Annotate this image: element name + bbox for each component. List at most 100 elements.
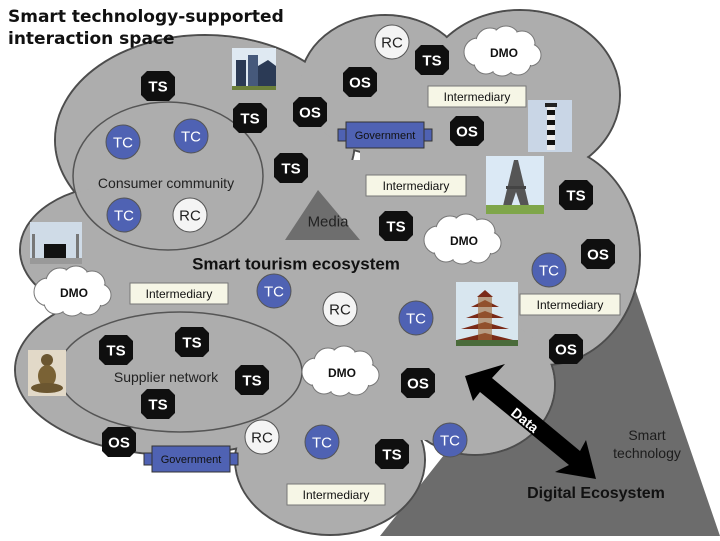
ts-node-4: [379, 211, 413, 241]
consumer-community-outline: [72, 101, 264, 251]
grain-silo-icon: [232, 48, 276, 90]
buddha-statue-icon: [28, 350, 66, 396]
tc-node-3: [106, 197, 142, 233]
ts-node-9-label: TS: [242, 373, 261, 390]
ts-node-10-label: TS: [148, 397, 167, 414]
intermediary-4: [519, 293, 621, 316]
os-node-6: [401, 368, 435, 398]
ts-node-1: [141, 71, 175, 101]
tc-node-5: [398, 300, 434, 336]
rc-node-4: [244, 419, 280, 455]
os-node-7: [102, 427, 136, 457]
rc-node-4-label: RC: [251, 430, 273, 447]
intermediary-1-label: Intermediary: [444, 90, 511, 104]
os-node-3-label: OS: [456, 124, 478, 141]
smart-technology-label-line2: technology: [613, 445, 681, 461]
ts-node-7-label: TS: [106, 343, 125, 360]
government-top-label: Government: [355, 130, 416, 142]
tc-node-1-label: TC: [113, 135, 133, 152]
rc-node-1-label: RC: [381, 35, 403, 52]
dmo-cloud-1-label: DMO: [490, 46, 518, 60]
intermediary-3: [129, 282, 229, 305]
ts-node-2-label: TS: [240, 111, 259, 128]
ts-node-5: [559, 180, 593, 210]
rc-node-2-label: RC: [179, 208, 201, 225]
dmo-cloud-2-label: DMO: [450, 234, 478, 248]
tc-node-2: [173, 118, 209, 154]
ts-node-10: [141, 389, 175, 419]
os-node-4-label: OS: [587, 247, 609, 264]
tc-node-5-label: TC: [406, 311, 426, 328]
dmo-cloud-1: DMO: [463, 25, 542, 77]
tc-node-2-label: TC: [181, 129, 201, 146]
ts-node-3-label: TS: [281, 161, 300, 178]
intermediary-5-label: Intermediary: [303, 488, 370, 502]
os-node-5-label: OS: [555, 342, 577, 359]
rc-node-3: [322, 291, 358, 327]
intermediary-4-label: Intermediary: [537, 298, 604, 312]
eiffel-tower-icon: [486, 156, 544, 214]
tc-node-4: [256, 273, 292, 309]
lighthouse-icon: [528, 100, 572, 152]
dmo-cloud-2: DMO: [423, 213, 502, 265]
os-node-4: [581, 239, 615, 269]
rc-node-1: [374, 24, 410, 60]
intermediary-3-label: Intermediary: [146, 287, 213, 301]
government-bottom: Government: [143, 445, 239, 473]
os-node-3: [450, 116, 484, 146]
ts-node-11: [375, 439, 409, 469]
intermediary-1: [427, 85, 527, 108]
ts-node-1-label: TS: [148, 79, 167, 96]
ts-node-4-label: TS: [386, 219, 405, 236]
supplier-network-label: Supplier network: [114, 369, 219, 385]
tc-node-3-label: TC: [114, 208, 134, 225]
os-node-2-label: OS: [349, 75, 371, 92]
tc-node-6: [531, 252, 567, 288]
intermediary-2: [365, 174, 467, 197]
dmo-cloud-4-label: DMO: [328, 366, 356, 380]
os-node-1: [293, 97, 327, 127]
ts-node-7: [99, 335, 133, 365]
rc-node-2: [172, 197, 208, 233]
diagram-title: Smart technology-supported interaction s…: [8, 7, 284, 49]
ts-node-11-label: TS: [382, 447, 401, 464]
os-node-2: [343, 67, 377, 97]
dmo-cloud-3: DMO: [33, 265, 112, 317]
os-node-6-label: OS: [407, 376, 429, 393]
ts-node-9: [235, 365, 269, 395]
intermediary-2-label: Intermediary: [383, 179, 450, 193]
ts-node-8: [175, 327, 209, 357]
rc-node-3-label: RC: [329, 302, 351, 319]
ts-node-8-label: TS: [182, 335, 201, 352]
os-node-5: [549, 334, 583, 364]
ts-node-5-label: TS: [566, 188, 585, 205]
ts-node-3: [274, 153, 308, 183]
tc-node-1: [105, 124, 141, 160]
pagoda-icon: [456, 282, 518, 346]
dmo-cloud-3-label: DMO: [60, 286, 88, 300]
government-bottom-label: Government: [161, 454, 222, 466]
consumer-community-label: Consumer community: [98, 175, 234, 191]
os-node-1-label: OS: [299, 105, 321, 122]
tc-node-7-label: TC: [312, 435, 332, 452]
tc-node-6-label: TC: [539, 263, 559, 280]
ts-node-6-label: TS: [422, 53, 441, 70]
ts-node-6: [415, 45, 449, 75]
tc-node-7: [304, 424, 340, 460]
tc-node-4-label: TC: [264, 284, 284, 301]
government-top: Government: [337, 121, 433, 149]
dmo-cloud-4: DMO: [301, 345, 380, 397]
ts-node-2: [233, 103, 267, 133]
smart-technology-label-line1: Smart: [628, 427, 665, 443]
os-node-7-label: OS: [108, 435, 130, 452]
intermediary-5: [286, 483, 386, 506]
tc-node-8: [432, 422, 468, 458]
mosque-icon: [30, 222, 82, 264]
tc-node-8-label: TC: [440, 433, 460, 450]
media-label: Media: [308, 214, 350, 231]
media-triangle: [285, 190, 360, 240]
smart-tourism-ecosystem-label: Smart tourism ecosystem: [192, 255, 400, 274]
digital-ecosystem-label: Digital Ecosystem: [527, 485, 665, 502]
